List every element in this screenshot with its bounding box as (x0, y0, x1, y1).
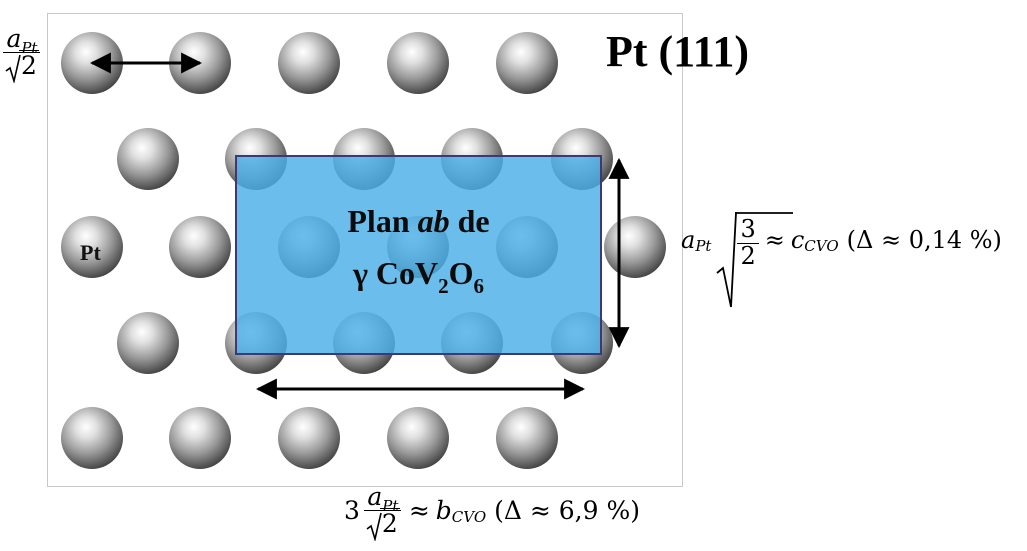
plane-label-de: de (449, 203, 490, 239)
pt-atom (169, 407, 231, 469)
formula-coefficient: 3 (344, 496, 360, 526)
sqrt-bar (735, 212, 794, 215)
pt-atom (496, 32, 558, 94)
pt-atom (278, 32, 340, 94)
b-mismatch-value: (Δ ≈ 6,9 %) (494, 496, 640, 526)
plane-label-text: Plan (347, 203, 418, 239)
formula-b-subscript: CVO (451, 507, 487, 526)
sqrt-icon (716, 212, 738, 308)
compound-subscript-2: 6 (473, 274, 485, 298)
pt-atom (604, 216, 666, 278)
pt-spacing-formula: aPt 2 (2, 24, 42, 84)
formula-c-subscript: CVO (804, 237, 839, 255)
plane-label-line2: γ CoV2O6 (236, 255, 601, 298)
formula-a: a (6, 24, 22, 53)
ab-plane-rectangle (235, 155, 602, 355)
pt-atom-label: Pt (80, 240, 101, 265)
plane-label-line1: Plan ab de (236, 203, 601, 240)
formula-a-subscript: Pt (21, 39, 38, 57)
formula-denominator: 2 (379, 508, 400, 539)
pt-atom (496, 407, 558, 469)
pt-atom (61, 407, 123, 469)
formula-denominator: 2 (740, 241, 756, 270)
diagram-frame (47, 13, 683, 487)
pt-atom (117, 312, 179, 374)
pt-atom (387, 407, 449, 469)
sqrt-icon (5, 55, 21, 84)
pt-atom (117, 128, 179, 190)
pt-atom (278, 407, 340, 469)
formula-a-subscript: Pt (695, 237, 712, 255)
compound-subscript-1: 2 (438, 274, 449, 298)
compound-formula-part1: γ CoV (352, 255, 439, 291)
pt-atom (387, 32, 449, 94)
formula-c: c (790, 226, 805, 254)
formula-a: a (367, 482, 383, 511)
compound-formula-part2: O (448, 255, 474, 291)
formula-denominator: 2 (19, 50, 39, 81)
pt-atom (169, 216, 231, 278)
formula-numerator: 3 (737, 217, 759, 244)
sqrt-icon (366, 513, 382, 542)
formula-b: b (435, 496, 452, 526)
approx-symbol: ≈ (408, 496, 430, 526)
formula-a-subscript: Pt (382, 497, 399, 515)
c-mismatch-value: (Δ ≈ 0,14 %) (846, 226, 1002, 254)
approx-symbol: ≈ (764, 226, 785, 254)
diagram-title: Pt (111) (606, 27, 749, 76)
plane-label-ab: ab (417, 203, 450, 239)
formula-a: a (681, 226, 696, 254)
pt-atom (61, 216, 123, 278)
